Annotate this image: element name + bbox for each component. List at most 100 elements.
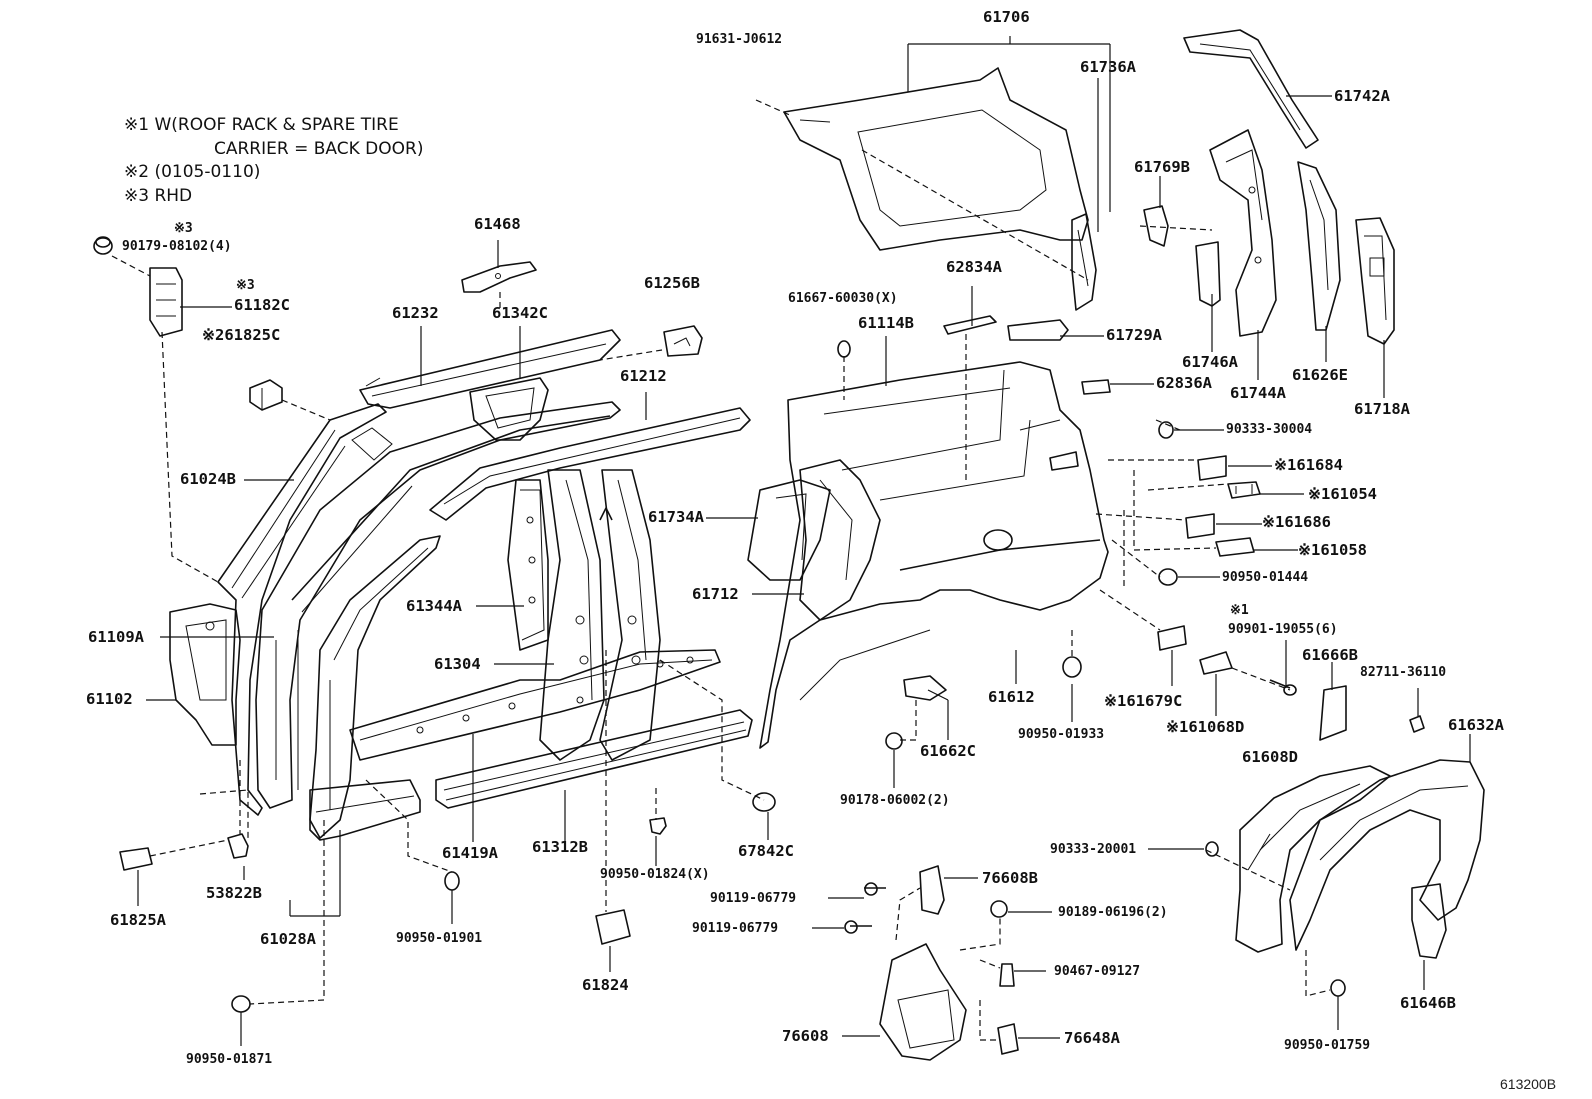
- clip-90950-01444: [1158, 568, 1178, 586]
- label-61742A: 61742A: [1334, 87, 1390, 105]
- pad-61825C: [249, 379, 283, 411]
- label-61232: 61232: [392, 304, 439, 322]
- label-61342C: 61342C: [492, 304, 548, 322]
- center-pillar-upper: [469, 377, 549, 441]
- label-61344A: 61344A: [406, 597, 462, 615]
- label-61718A: 61718A: [1354, 400, 1410, 418]
- label-61667-60030: 61667-60030(X): [788, 291, 898, 306]
- label-61419A: 61419A: [442, 844, 498, 862]
- label-61304: 61304: [434, 655, 481, 673]
- label-90119-06779-a: 90119-06779: [710, 891, 797, 906]
- leader-lines: [137, 36, 1471, 1046]
- rocker-inner: [349, 649, 721, 761]
- label-76608: 76608: [782, 1027, 829, 1045]
- liner-61632A: [1289, 759, 1485, 951]
- label-53822B: 53822B: [206, 884, 262, 902]
- note-3: ※3 RHD: [124, 186, 193, 206]
- label-61686: ※161686: [1262, 513, 1331, 531]
- rocker-outer-panel: [435, 709, 753, 809]
- label-61626E: 61626E: [1292, 366, 1348, 384]
- bracket-76608B: [919, 865, 945, 915]
- roof-rail-inner: [429, 407, 751, 521]
- screw-90119-a: [864, 882, 886, 896]
- cap-67842C: [752, 792, 776, 812]
- pillar-extension-61736A: [1071, 213, 1097, 311]
- label-90950-01901: 90950-01901: [396, 931, 483, 946]
- plug-90950-01901: [444, 871, 460, 891]
- center-pillar-inner: [507, 479, 549, 651]
- bracket-61182C: [149, 267, 183, 337]
- label-61684: ※161684: [1274, 456, 1343, 474]
- label-90950-01444: 90950-01444: [1222, 570, 1309, 585]
- label-61662C: 61662C: [920, 742, 976, 760]
- label-90950-01759: 90950-01759: [1284, 1038, 1371, 1053]
- label-76648A: 76648A: [1064, 1029, 1120, 1047]
- brace-61746A: [1195, 241, 1221, 307]
- label-61114B: 61114B: [858, 314, 914, 332]
- label-90950-01871: 90950-01871: [186, 1052, 273, 1067]
- label-61024B: 61024B: [180, 470, 236, 488]
- note-2: ※2 (0105-0110): [124, 162, 261, 182]
- label-61736A: 61736A: [1080, 58, 1136, 76]
- bracket-61468: [461, 261, 537, 293]
- label-61608D: 61608D: [1242, 748, 1298, 766]
- label-62834A: 62834A: [946, 258, 1002, 276]
- label-61646B: 61646B: [1400, 994, 1456, 1012]
- plug-90333-20001: [1205, 841, 1219, 857]
- label-90333-30004: 90333-30004: [1226, 422, 1313, 437]
- label-67842C: 67842C: [738, 842, 794, 860]
- label-61746A: 61746A: [1182, 353, 1238, 371]
- label-91631-J0612: 91631-J0612: [696, 32, 783, 47]
- dashed-lines: [111, 99, 1331, 1041]
- clip-53822B: [227, 833, 249, 859]
- label-61068D: ※161068D: [1166, 718, 1245, 736]
- liner-61608D: [1235, 765, 1391, 953]
- label-61612: 61612: [988, 688, 1035, 706]
- roof-side-rail-outer: [359, 329, 621, 409]
- nut-90189: [990, 900, 1008, 918]
- quarter-window-frame: [783, 67, 1089, 251]
- label-61825C: ※261825C: [202, 326, 281, 344]
- label-61109A: 61109A: [88, 628, 144, 646]
- clip-90950-01759: [1330, 979, 1346, 997]
- note-1-line-1: ※1 W(ROOF RACK & SPARE TIRE: [124, 115, 399, 135]
- label-61824: 61824: [582, 976, 629, 994]
- label-90950-01824: 90950-01824(X): [600, 867, 710, 882]
- plug-90333-30004: [1158, 421, 1174, 439]
- hook-61054: [1227, 481, 1261, 499]
- label-61182C: 61182C: [234, 296, 290, 314]
- label-90333-20001: 90333-20001: [1050, 842, 1137, 857]
- plug-90950-01933: [1062, 656, 1082, 678]
- label-61312B: 61312B: [532, 838, 588, 856]
- clip-76648A: [997, 1023, 1019, 1055]
- pad-61824: [595, 909, 631, 945]
- plug-61667: [837, 340, 851, 358]
- label-62836A: 62836A: [1156, 374, 1212, 392]
- label-90901-19055: 90901-19055(6): [1228, 622, 1338, 637]
- label-90179-mark: ※3: [174, 221, 193, 236]
- clip-90950-01871: [231, 995, 251, 1013]
- label-61182C-mark: ※3: [236, 278, 255, 293]
- front-lower-pillar: [309, 779, 421, 841]
- clip-90950-01824: [649, 817, 667, 835]
- plate-61729A: [1007, 319, 1069, 341]
- label-90901-mark: ※1: [1230, 603, 1249, 618]
- weatherstrip-62834A: [943, 315, 997, 335]
- label-61212: 61212: [620, 367, 667, 385]
- panel-61626E: [1297, 161, 1341, 331]
- label-61734A: 61734A: [648, 508, 704, 526]
- label-90178-06002: 90178-06002(2): [840, 793, 950, 808]
- pillar-61734A: [747, 479, 831, 581]
- label-61729A: 61729A: [1106, 326, 1162, 344]
- fastener-90179: [93, 236, 113, 255]
- clip-90467: [999, 963, 1015, 987]
- rail-61742A: [1183, 29, 1319, 149]
- label-82711-36110: 82711-36110: [1360, 665, 1447, 680]
- label-61054: ※161054: [1308, 485, 1377, 503]
- pad-61825A: [119, 847, 153, 871]
- plate-62836A: [1081, 379, 1111, 395]
- figure-code: 613200B: [1500, 1076, 1557, 1092]
- label-61468: 61468: [474, 215, 521, 233]
- label-61058: ※161058: [1298, 541, 1367, 559]
